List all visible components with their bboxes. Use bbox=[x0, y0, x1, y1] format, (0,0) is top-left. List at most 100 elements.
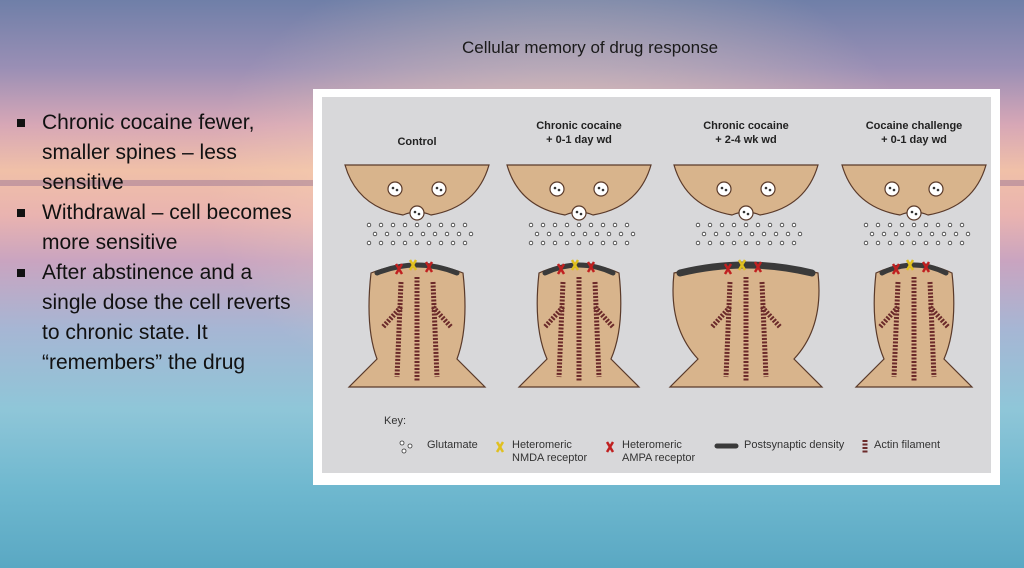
glutamate-icon bbox=[570, 231, 576, 237]
receptor-icon bbox=[737, 259, 747, 271]
glutamate-dot-icon bbox=[910, 210, 914, 214]
glutamate-icon bbox=[767, 222, 773, 228]
actin-filament-icon bbox=[878, 305, 900, 329]
panel-title-challenge: Cocaine challenge + 0-1 day wd bbox=[865, 120, 963, 146]
glutamate-icon bbox=[414, 240, 420, 246]
glutamate-icon bbox=[630, 231, 636, 237]
glutamate-icon bbox=[701, 231, 707, 237]
glutamate-icon bbox=[695, 240, 701, 246]
glutamate-icon bbox=[725, 231, 731, 237]
actin-filament-icon bbox=[760, 305, 782, 329]
actin-filament-icon bbox=[431, 305, 453, 329]
glutamate-icon bbox=[546, 231, 552, 237]
glutamate-icon bbox=[875, 222, 881, 228]
glutamate-icon bbox=[456, 231, 462, 237]
glutamate-icon bbox=[947, 240, 953, 246]
glutamate-icon bbox=[779, 240, 785, 246]
glutamate-icon bbox=[438, 240, 444, 246]
glutamate-icon bbox=[899, 222, 905, 228]
glutamate-icon bbox=[869, 231, 875, 237]
glutamate-icon bbox=[378, 240, 384, 246]
receptor-icon bbox=[586, 261, 596, 273]
glutamate-icon bbox=[887, 222, 893, 228]
glutamate-dot-icon bbox=[720, 186, 724, 190]
vesicle-icon bbox=[928, 181, 944, 197]
glutamate-icon bbox=[540, 222, 546, 228]
vesicle-icon bbox=[716, 181, 732, 197]
glutamate-icon bbox=[737, 231, 743, 237]
glutamate-icon bbox=[366, 222, 372, 228]
glutamate-icon bbox=[372, 231, 378, 237]
glutamate-dot-icon bbox=[742, 210, 746, 214]
glutamate-dot-icon bbox=[764, 186, 768, 190]
receptor-icon bbox=[408, 259, 418, 271]
glutamate-icon bbox=[911, 240, 917, 246]
glutamate-icon bbox=[588, 222, 594, 228]
glutamate-icon bbox=[755, 222, 761, 228]
glutamate-icon bbox=[773, 231, 779, 237]
glutamate-icon bbox=[414, 222, 420, 228]
key-glutamate-icon bbox=[399, 440, 405, 446]
key-glutamate-label: Glutamate bbox=[427, 439, 478, 451]
actin-filament-icon bbox=[593, 305, 615, 329]
glutamate-icon bbox=[935, 222, 941, 228]
bullet-marker-icon bbox=[17, 209, 25, 217]
glutamate-icon bbox=[743, 222, 749, 228]
glutamate-icon bbox=[713, 231, 719, 237]
glutamate-icon bbox=[552, 240, 558, 246]
actin-filament-icon bbox=[394, 281, 404, 378]
glutamate-icon bbox=[600, 240, 606, 246]
vesicle-icon bbox=[409, 205, 425, 221]
postsynaptic-density-icon bbox=[676, 261, 816, 277]
glutamate-icon bbox=[953, 231, 959, 237]
bullet-list: Chronic cocaine fewer, smaller spines – … bbox=[14, 108, 304, 378]
panel-title-control: Control bbox=[397, 136, 437, 148]
glutamate-icon bbox=[390, 222, 396, 228]
postsynaptic-density-icon bbox=[542, 262, 616, 276]
glutamate-icon bbox=[947, 222, 953, 228]
glutamate-dot-icon bbox=[888, 186, 892, 190]
receptor-icon bbox=[570, 259, 580, 271]
glutamate-dot-icon bbox=[597, 186, 601, 190]
glutamate-dot-icon bbox=[395, 188, 399, 192]
glutamate-icon bbox=[450, 240, 456, 246]
glutamate-icon bbox=[606, 231, 612, 237]
glutamate-icon bbox=[450, 222, 456, 228]
bullet-marker-icon bbox=[17, 269, 25, 277]
glutamate-icon bbox=[594, 231, 600, 237]
glutamate-icon bbox=[576, 222, 582, 228]
glutamate-icon bbox=[420, 231, 426, 237]
glutamate-dot-icon bbox=[724, 188, 728, 192]
receptor-icon bbox=[921, 261, 931, 273]
glutamate-icon bbox=[624, 222, 630, 228]
glutamate-icon bbox=[749, 231, 755, 237]
glutamate-icon bbox=[695, 222, 701, 228]
receptor-icon bbox=[394, 263, 404, 275]
glutamate-icon bbox=[899, 240, 905, 246]
actin-filament-icon bbox=[592, 281, 602, 378]
actin-filament-icon bbox=[543, 305, 565, 329]
key-glutamate-icon bbox=[407, 443, 413, 449]
bullet-text: Withdrawal – cell becomes more sensitive bbox=[42, 201, 292, 254]
glutamate-dot-icon bbox=[557, 188, 561, 192]
glutamate-dot-icon bbox=[413, 210, 417, 214]
glutamate-icon bbox=[785, 231, 791, 237]
key-nmda-label: Heteromeric NMDA receptor bbox=[512, 439, 588, 464]
bullet-item: After abstinence and a single dose the c… bbox=[14, 258, 304, 378]
vesicle-icon bbox=[549, 181, 565, 197]
vesicle-icon bbox=[760, 181, 776, 197]
glutamate-icon bbox=[893, 231, 899, 237]
glutamate-dot-icon bbox=[435, 186, 439, 190]
glutamate-icon bbox=[797, 231, 803, 237]
slide-title: Cellular memory of drug response bbox=[461, 38, 719, 57]
glutamate-dot-icon bbox=[601, 188, 605, 192]
glutamate-icon bbox=[929, 231, 935, 237]
glutamate-icon bbox=[935, 240, 941, 246]
postsynaptic-density-icon bbox=[374, 262, 460, 276]
glutamate-icon bbox=[366, 240, 372, 246]
receptor-icon bbox=[723, 263, 733, 275]
glutamate-icon bbox=[917, 231, 923, 237]
glutamate-icon bbox=[624, 240, 630, 246]
glutamate-icon bbox=[378, 222, 384, 228]
glutamate-icon bbox=[390, 240, 396, 246]
